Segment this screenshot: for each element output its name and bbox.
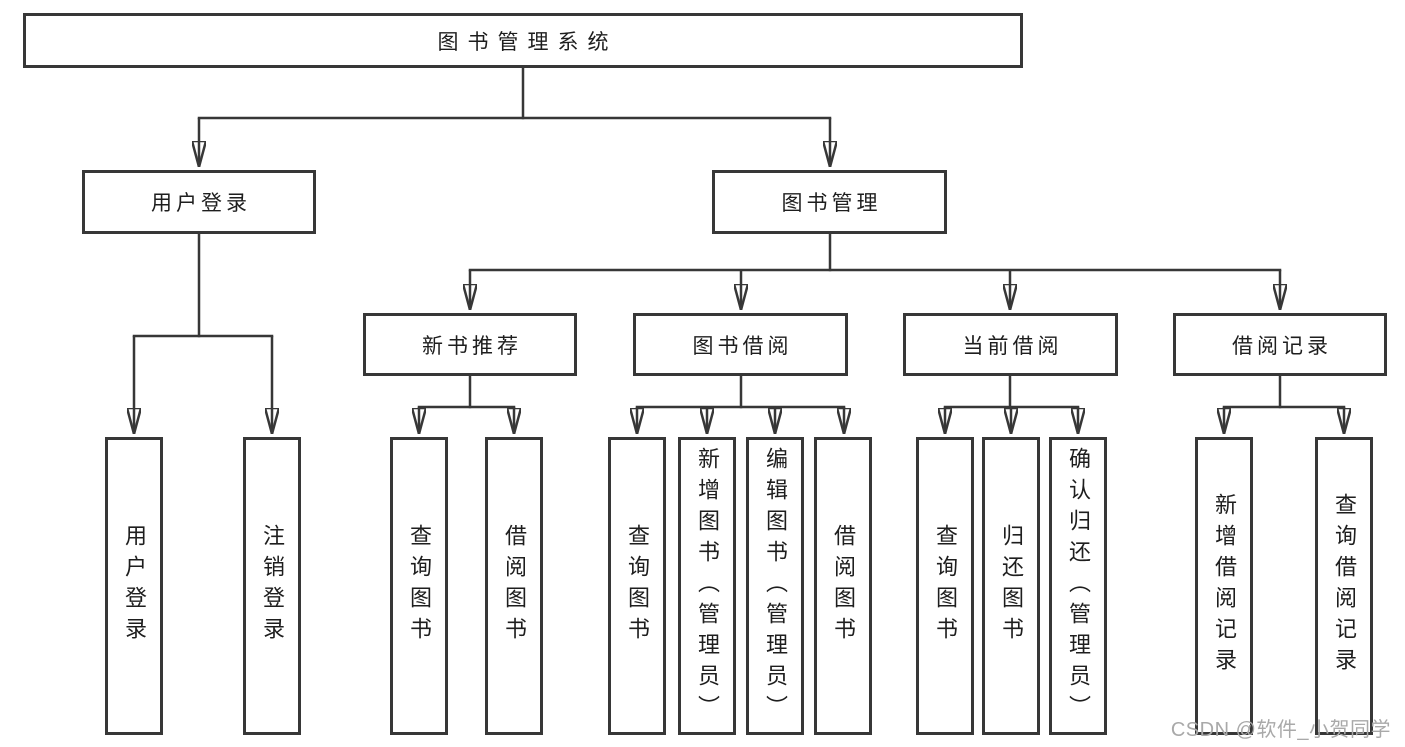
node-user-login: 用户登录 xyxy=(82,170,316,234)
leaf-query-books-recommend: 查询图书 xyxy=(390,437,448,735)
leaf-edit-book-admin: 编辑图书（管理员） xyxy=(746,437,804,735)
leaf-add-borrow-record-label: 新增借阅记录 xyxy=(1212,493,1237,679)
node-new-book-recommendation: 新书推荐 xyxy=(363,313,577,376)
leaf-add-book-admin: 新增图书（管理员） xyxy=(678,437,736,735)
leaf-edit-book-admin-label: 编辑图书（管理员） xyxy=(763,446,788,726)
leaf-query-books-recommend-label: 查询图书 xyxy=(407,524,432,648)
leaf-logout-label: 注销登录 xyxy=(260,524,285,648)
leaf-query-books-borrow: 查询图书 xyxy=(608,437,666,735)
leaf-query-books-current-label: 查询图书 xyxy=(933,524,958,648)
leaf-borrow-books-label: 借阅图书 xyxy=(831,524,856,648)
leaf-query-borrow-record-label: 查询借阅记录 xyxy=(1332,493,1357,679)
node-library-management-system: 图书管理系统 xyxy=(23,13,1023,68)
leaf-borrow-books-recommend-label: 借阅图书 xyxy=(502,524,527,648)
leaf-query-books-borrow-label: 查询图书 xyxy=(625,524,650,648)
node-book-borrowing: 图书借阅 xyxy=(633,313,848,376)
leaf-return-book-label: 归还图书 xyxy=(999,524,1024,648)
leaf-query-borrow-record: 查询借阅记录 xyxy=(1315,437,1373,735)
node-book-management: 图书管理 xyxy=(712,170,947,234)
leaf-return-book: 归还图书 xyxy=(982,437,1040,735)
node-current-borrowing: 当前借阅 xyxy=(903,313,1118,376)
leaf-add-borrow-record: 新增借阅记录 xyxy=(1195,437,1253,735)
leaf-user-login: 用户登录 xyxy=(105,437,163,735)
leaf-borrow-books: 借阅图书 xyxy=(814,437,872,735)
leaf-add-book-admin-label: 新增图书（管理员） xyxy=(695,446,720,726)
leaf-user-login-label: 用户登录 xyxy=(122,524,147,648)
leaf-confirm-return-admin-label: 确认归还（管理员） xyxy=(1066,446,1091,726)
leaf-borrow-books-recommend: 借阅图书 xyxy=(485,437,543,735)
leaf-logout: 注销登录 xyxy=(243,437,301,735)
node-borrowing-records: 借阅记录 xyxy=(1173,313,1387,376)
leaf-confirm-return-admin: 确认归还（管理员） xyxy=(1049,437,1107,735)
leaf-query-books-current: 查询图书 xyxy=(916,437,974,735)
watermark-text: CSDN @软件_小贺同学 xyxy=(1170,719,1391,741)
